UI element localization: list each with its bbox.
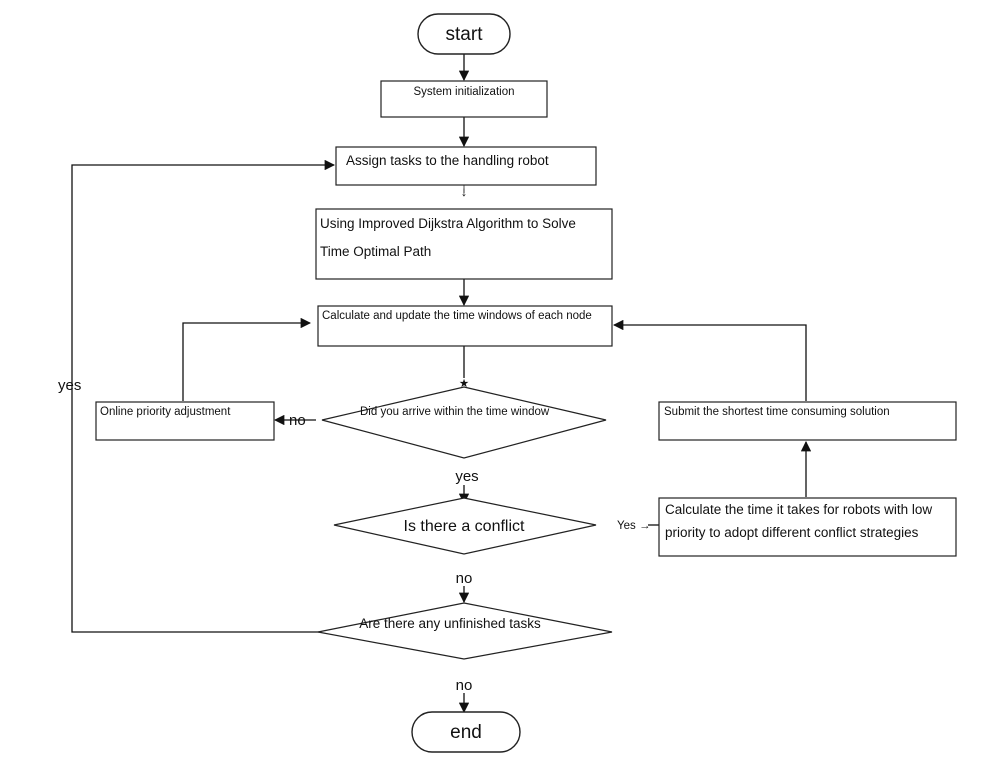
conflict-no-label: no: [456, 570, 473, 587]
unfinished-no-label: no: [456, 677, 473, 694]
arrive-yes-label: yes: [455, 468, 478, 485]
update-windows-box: [317, 305, 613, 347]
edge-unfinished-yes-loop: [71, 159, 336, 633]
start-label: start: [446, 24, 484, 45]
connectors: [71, 54, 812, 714]
edge-submit-loop: [612, 319, 807, 401]
dijkstra-label-line2: Time Optimal Path: [320, 244, 431, 259]
shapes: [95, 13, 957, 753]
calc-time-label-line1: Calculate the time it takes for robots w…: [665, 502, 932, 517]
unfinished-decision-label: Are there any unfinished tasks: [359, 616, 541, 631]
loop-yes-label: yes: [58, 377, 81, 394]
edge-priority-loop: [182, 317, 312, 401]
dijkstra-box: [315, 208, 613, 280]
end-label: end: [450, 722, 482, 743]
conflict-decision-label: Is there a conflict: [404, 518, 526, 535]
init-box: [380, 80, 548, 118]
conflict-diamond: [333, 497, 597, 555]
conflict-yes-label: Yes →: [617, 520, 650, 532]
dijkstra-label-line1: Using Improved Dijkstra Algorithm to Sol…: [320, 216, 576, 231]
init-label: System initialization: [414, 86, 515, 98]
calc-time-box: [658, 497, 957, 557]
assign-box: [335, 146, 597, 186]
arrive-decision-label: Did you arrive within the time window: [360, 406, 550, 418]
start-terminal: [417, 13, 511, 55]
calc-time-label-line2: priority to adopt different conflict str…: [665, 525, 919, 540]
small-down-arrow-icon: ↓: [461, 184, 468, 199]
submit-label: Submit the shortest time consuming solut…: [664, 406, 890, 418]
unfinished-diamond: [317, 602, 613, 660]
update-windows-label: Calculate and update the time windows of…: [322, 310, 592, 322]
arrive-diamond: [321, 386, 607, 459]
end-terminal: [411, 711, 521, 753]
arrive-no-label: no: [289, 412, 306, 429]
node-labels: start System initialization Assign tasks…: [100, 24, 932, 743]
star-icon: ★: [459, 378, 469, 390]
submit-box: [658, 401, 957, 441]
priority-adjust-label: Online priority adjustment: [100, 406, 231, 418]
priority-adjust-box: [95, 401, 275, 441]
assign-label: Assign tasks to the handling robot: [346, 153, 549, 168]
edge-labels: yes no yes Yes → no no ↓ ★: [58, 184, 650, 694]
